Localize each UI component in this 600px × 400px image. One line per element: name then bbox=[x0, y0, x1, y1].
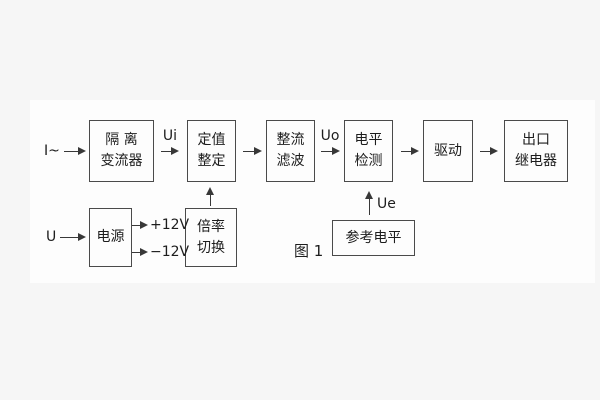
block-reference-level: 参考电平 bbox=[332, 220, 415, 256]
block-label: 整流 bbox=[276, 132, 305, 148]
block-isolation-transformer: 隔 离 变流器 bbox=[89, 120, 154, 182]
figure-caption: 图 1 bbox=[294, 242, 324, 260]
label-plus12v: +12V bbox=[150, 217, 190, 233]
block-power-supply: 电源 bbox=[89, 208, 132, 267]
block-setting-adjust: 定值 整定 bbox=[187, 120, 236, 182]
arrow-reference-to-level bbox=[365, 191, 374, 215]
label-signal-ui: Ui bbox=[162, 128, 178, 144]
arrow-level-to-driver bbox=[401, 147, 419, 156]
block-label: 隔 离 bbox=[105, 132, 138, 148]
arrow-input-current bbox=[64, 147, 86, 156]
label-signal-ue: Ue bbox=[377, 196, 396, 212]
block-output-relay: 出口 继电器 bbox=[504, 120, 568, 182]
block-label: 继电器 bbox=[515, 153, 557, 169]
block-label: 变流器 bbox=[100, 153, 143, 169]
arrow-setting-to-rectifier bbox=[243, 147, 262, 156]
arrow-ratio-to-setting bbox=[206, 187, 215, 206]
block-label: 电平 bbox=[354, 132, 383, 148]
arrow-plus12v bbox=[132, 221, 148, 230]
block-label: 驱动 bbox=[434, 142, 462, 159]
block-label: 检测 bbox=[354, 153, 383, 169]
block-rectifier-filter: 整流 滤波 bbox=[266, 120, 315, 182]
block-label: 倍率 bbox=[197, 218, 225, 235]
arrow-input-voltage bbox=[60, 233, 86, 242]
label-input-current: I~ bbox=[44, 143, 60, 159]
block-label: 整定 bbox=[197, 153, 226, 169]
arrow-driver-to-relay bbox=[480, 147, 498, 156]
arrow-rectifier-to-level bbox=[321, 147, 340, 156]
block-label: 切换 bbox=[197, 239, 225, 256]
arrow-minus12v bbox=[132, 248, 148, 257]
block-driver: 驱动 bbox=[423, 120, 473, 182]
block-label: 电源 bbox=[96, 229, 125, 245]
block-label: 出口 bbox=[522, 132, 550, 148]
block-label: 定值 bbox=[197, 132, 226, 148]
arrow-isolation-to-setting bbox=[161, 147, 179, 156]
block-label: 滤波 bbox=[276, 153, 305, 169]
label-signal-uo: Uo bbox=[320, 128, 340, 144]
block-level-detect: 电平 检测 bbox=[344, 120, 393, 182]
block-label: 参考电平 bbox=[345, 229, 402, 246]
label-minus12v: −12V bbox=[150, 244, 190, 260]
label-input-voltage: U bbox=[46, 229, 57, 245]
block-ratio-switch: 倍率 切换 bbox=[185, 208, 237, 267]
